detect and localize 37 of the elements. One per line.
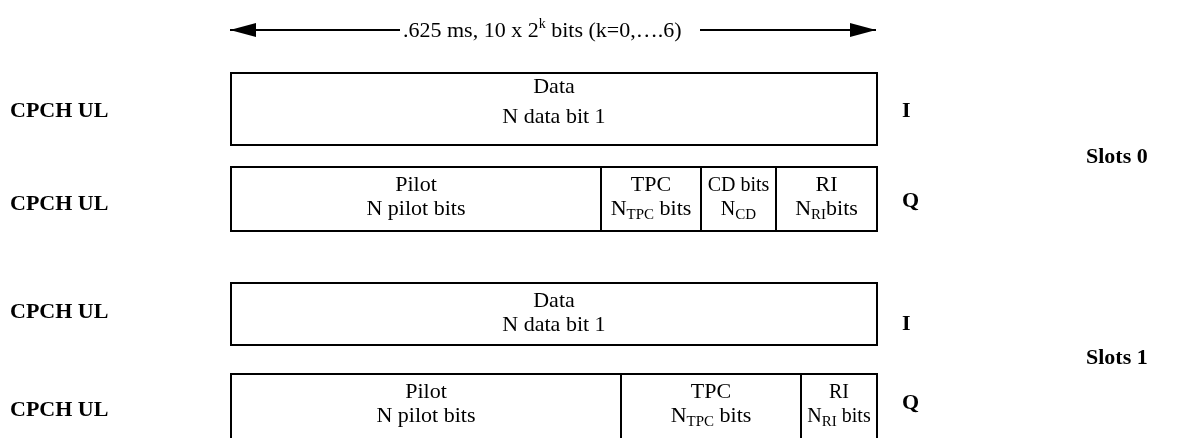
field-size: N pilot bits [366, 196, 466, 220]
field-name: RI [829, 379, 849, 403]
row-label: CPCH UL [10, 397, 109, 421]
field-size: N$_{RI}$ bits [807, 403, 871, 427]
field-name: TPC [690, 379, 732, 403]
field-size: N$_{TPC}$ bits [670, 403, 752, 427]
field-box [600, 166, 702, 232]
field-name: Pilot [405, 379, 447, 403]
field-size: N data bit 1 [502, 104, 606, 128]
row-label: CPCH UL [10, 191, 109, 215]
channel-label: Q [902, 390, 920, 414]
field-box [800, 373, 878, 438]
field-size: N$_{RI}$bits [795, 196, 858, 220]
field-box [230, 72, 878, 146]
field-box [775, 166, 878, 232]
channel-label: Q [902, 188, 920, 212]
field-box [230, 373, 622, 438]
slot-label: Slots 1 [1086, 345, 1148, 369]
channel-label: I [902, 98, 911, 122]
field-size: N$_{CD}$ [720, 196, 757, 220]
channel-label: I [902, 311, 911, 335]
field-name: Data [533, 74, 575, 98]
field-box [700, 166, 777, 232]
field-name: RI [815, 172, 838, 196]
field-size: N data bit 1 [502, 312, 606, 336]
field-name: Data [533, 288, 575, 312]
field-box [230, 166, 602, 232]
field-name: Pilot [395, 172, 437, 196]
field-name: TPC [630, 172, 672, 196]
slot-label: Slots 0 [1086, 144, 1148, 168]
field-box [230, 282, 878, 346]
row-label: CPCH UL [10, 98, 109, 122]
field-size: N$_{TPC}$ bits [610, 196, 692, 220]
row-label: CPCH UL [10, 299, 109, 323]
dimension-label: .625 ms, 10 x 2$^{k}$ bits (k=0,….6) [403, 18, 682, 42]
field-name: CD bits [707, 172, 770, 196]
field-size: N pilot bits [376, 403, 476, 427]
